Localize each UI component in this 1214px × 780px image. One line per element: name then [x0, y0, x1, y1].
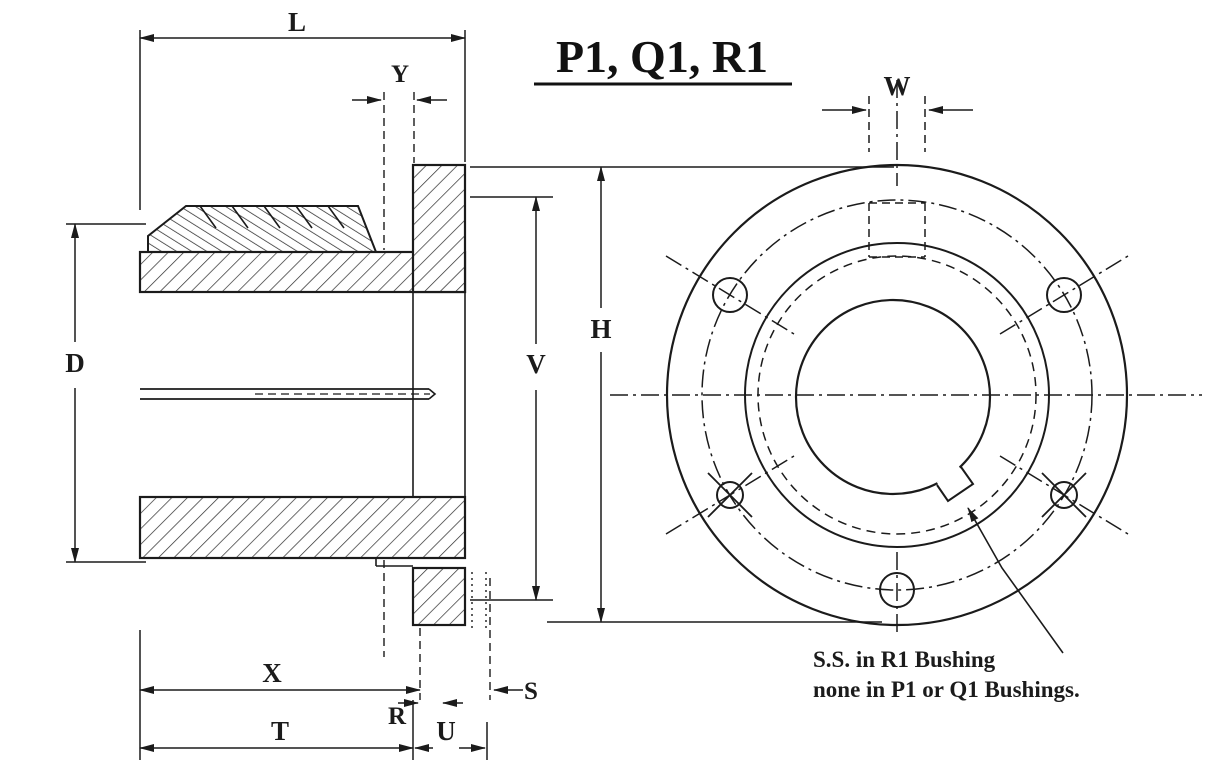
dim-label-S: S — [524, 678, 538, 705]
dim-label-X: X — [262, 658, 282, 688]
dim-label-L: L — [288, 7, 306, 37]
dimension-labels: L Y D V H W X R S T U — [65, 7, 910, 746]
setscrew-leader-line — [967, 507, 1064, 654]
dim-label-H: H — [590, 314, 611, 344]
setscrew-notch — [936, 466, 975, 503]
dim-label-U: U — [436, 716, 456, 746]
note-line-2: none in P1 or Q1 Bushings. — [813, 677, 1080, 702]
flange-upper-section — [411, 163, 467, 294]
setscrew-note: S.S. in R1 Bushing none in P1 or Q1 Bush… — [813, 647, 1080, 702]
upper-wall-section — [138, 250, 467, 294]
drawing-title: P1, Q1, R1 — [556, 31, 768, 82]
title-block: P1, Q1, R1 — [534, 31, 792, 86]
centerlines — [610, 80, 1202, 636]
thread-teeth — [199, 205, 345, 229]
bolt-hole-upper-right — [1046, 277, 1082, 313]
notch-mask — [936, 466, 962, 486]
section-view — [138, 92, 491, 700]
dim-label-R: R — [388, 703, 407, 730]
bore-circle — [794, 298, 992, 496]
dim-label-D: D — [65, 348, 85, 378]
lower-wall-section — [138, 495, 467, 560]
dim-label-V: V — [526, 349, 546, 379]
dim-label-W: W — [884, 71, 911, 101]
keyway-hidden-outline — [868, 202, 926, 258]
bolt-hole-upper-left — [712, 277, 748, 313]
note-line-1: S.S. in R1 Bushing — [813, 647, 996, 672]
dim-label-Y: Y — [391, 61, 409, 88]
split-slot — [140, 388, 437, 400]
dimensions — [66, 30, 973, 760]
flange-lower-section — [411, 566, 467, 627]
dim-label-T: T — [271, 716, 289, 746]
thread-band — [147, 205, 378, 253]
front-view — [610, 80, 1202, 654]
